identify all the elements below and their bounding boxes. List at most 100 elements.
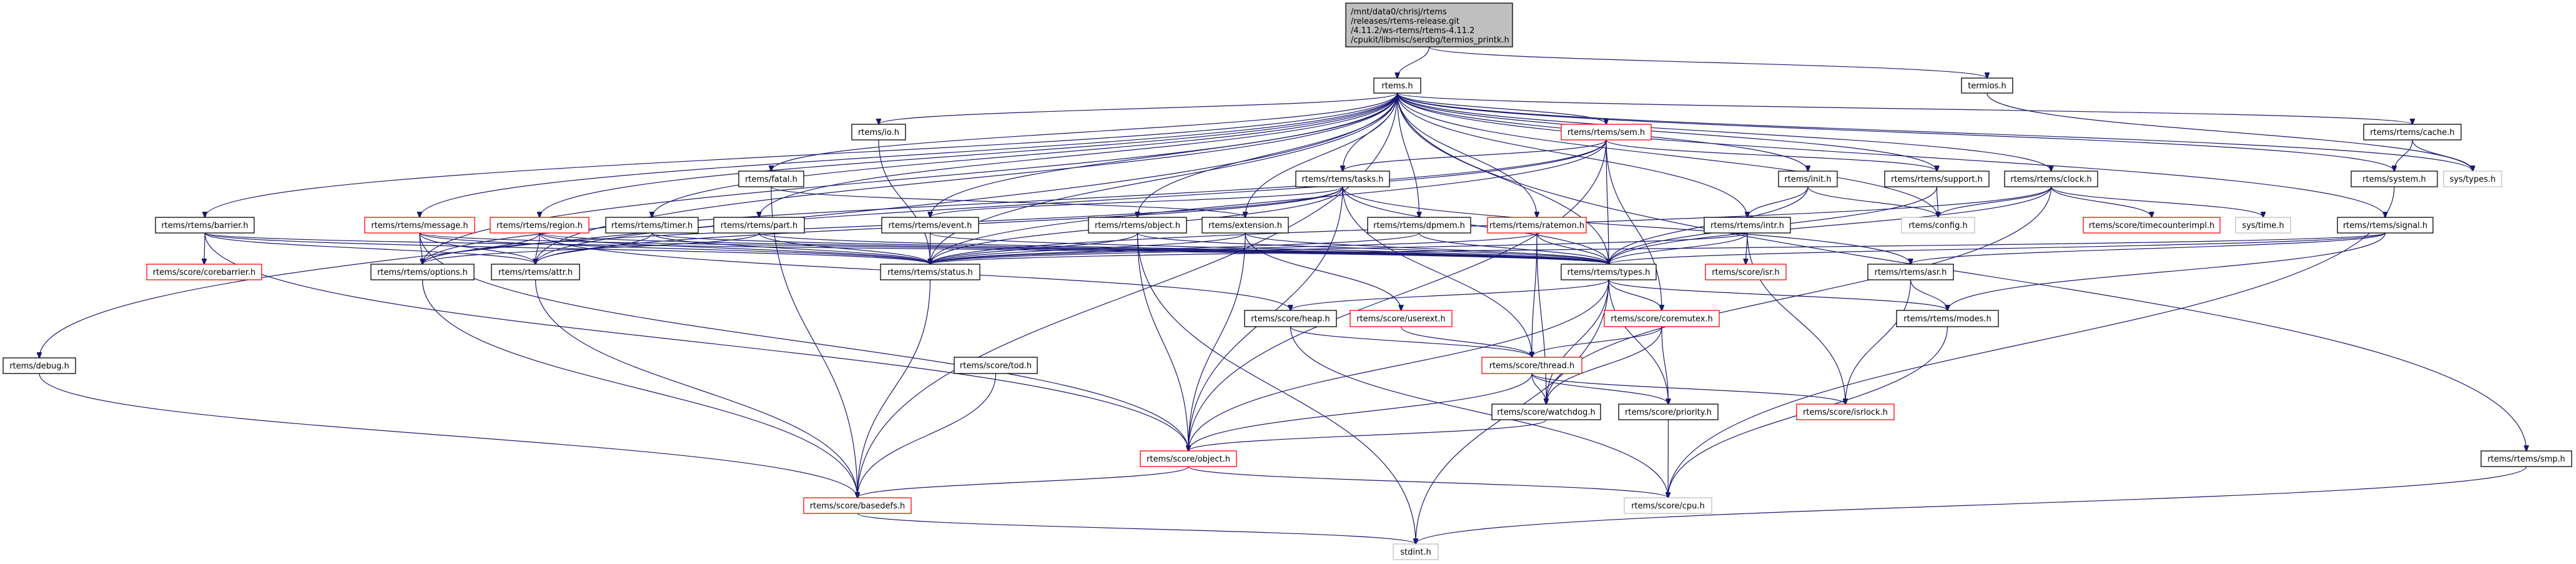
edge-rtems_h-to-clock_h (1396, 92, 2051, 171)
node-fatal-h[interactable]: rtems/fatal.h (738, 171, 804, 187)
edge-rtems_h-to-object_r_h (1138, 92, 1398, 217)
node-label-line: /cpukit/libmisc/serdbg/termios_printk.h (1351, 36, 1509, 45)
edge-intr_h-to-isrlock_h (1747, 232, 1845, 404)
node-box (370, 264, 475, 280)
node-debug-h[interactable]: rtems/debug.h (2, 357, 76, 374)
edge-thread_h-to-object_s_h (1188, 373, 1532, 451)
node-label: rtems.h (1381, 82, 1413, 91)
edge-rtems_h-to-region_h (540, 92, 1398, 217)
node-label: rtems/rtems/intr.h (1710, 221, 1784, 230)
node-label: rtems/rtems/part.h (721, 221, 798, 230)
node-box (954, 357, 1038, 374)
node-label: rtems/score/object.h (1147, 455, 1230, 464)
node-object-s-h[interactable]: rtems/score/object.h (1140, 450, 1237, 467)
edge-dpmem_h-to-status_h (930, 232, 1420, 264)
node-rtems-h[interactable]: rtems.h (1373, 77, 1421, 94)
node-barrier-h[interactable]: rtems/rtems/barrier.h (155, 217, 255, 234)
edge-clock_h-to-timecounterimpl_h (2050, 186, 2152, 217)
edge-coremutex_h-to-watchdog_h (1546, 326, 1662, 404)
node-box (1796, 403, 1895, 420)
edge-clock_h-to-types_h (1609, 186, 2052, 264)
node-box (605, 217, 699, 234)
node-options-h[interactable]: rtems/rtems/options.h (370, 264, 475, 280)
node-watchdog-h[interactable]: rtems/score/watchdog.h (1491, 403, 1601, 420)
node-box (1618, 403, 1719, 420)
edge-root-to-termios_h (1428, 46, 1988, 78)
node-sem-h[interactable]: rtems/rtems/sem.h (1561, 124, 1652, 141)
edge-signal_h-to-modes_h (1948, 232, 2386, 310)
edge-heap_h-to-cpu_h (1290, 326, 1669, 498)
node-timecounterimpl-h[interactable]: rtems/score/timecounterimpl.h (2083, 217, 2221, 234)
node-attr-h[interactable]: rtems/rtems/attr.h (491, 264, 580, 280)
node-box (1202, 217, 1289, 234)
edge-status_h-to-basedefs_h (857, 279, 931, 498)
node-root[interactable]: /mnt/data0/chrisj/rtems/releases/rtems-r… (1345, 2, 1513, 47)
node-label: rtems/rtems/event.h (889, 221, 972, 230)
node-label: rtems/rtems/support.h (1891, 175, 1983, 184)
node-label: rtems/debug.h (9, 362, 69, 371)
edge-rtems_h-to-part_h (759, 92, 1398, 217)
node-isr-h[interactable]: rtems/score/isr.h (1705, 264, 1787, 280)
node-isrlock-h[interactable]: rtems/score/isrlock.h (1796, 403, 1895, 420)
node-asr-h[interactable]: rtems/rtems/asr.h (1867, 264, 1954, 280)
node-coremutex-h[interactable]: rtems/score/coremutex.h (1604, 310, 1720, 327)
node-systime-h[interactable]: sys/time.h (2235, 217, 2291, 234)
edge-tasks_h-to-thread_h (1342, 186, 1532, 357)
node-extension-h[interactable]: rtems/extension.h (1202, 217, 1289, 234)
node-init-h[interactable]: rtems/init.h (1778, 171, 1838, 187)
node-io-h[interactable]: rtems/io.h (851, 124, 906, 141)
node-box (2337, 217, 2434, 234)
edge-object_r_h-to-stdint_h (1137, 232, 1416, 544)
node-label: rtems/rtems/dpmem.h (1373, 221, 1465, 230)
node-part-h[interactable]: rtems/rtems/part.h (713, 217, 805, 234)
node-signal-h[interactable]: rtems/rtems/signal.h (2337, 217, 2434, 234)
node-smp-h[interactable]: rtems/rtems/smp.h (2480, 450, 2572, 467)
node-tasks-h[interactable]: rtems/rtems/tasks.h (1295, 171, 1390, 187)
edge-timer_h-to-status_h (651, 232, 930, 264)
node-intr-h[interactable]: rtems/rtems/intr.h (1704, 217, 1791, 234)
edge-userext_h-to-thread_h (1400, 326, 1532, 357)
node-userext-h[interactable]: rtems/score/userext.h (1350, 310, 1453, 327)
node-basedefs-h[interactable]: rtems/score/basedefs.h (803, 497, 912, 514)
node-types-h[interactable]: rtems/rtems/types.h (1561, 264, 1657, 280)
node-object-r-h[interactable]: rtems/rtems/object.h (1088, 217, 1187, 234)
node-modes-h[interactable]: rtems/rtems/modes.h (1896, 310, 1999, 327)
edge-extension_h-to-types_h (1245, 232, 1609, 264)
edge-rtems_h-to-smp_h (1396, 92, 2527, 451)
edge-watchdog_h-to-object_s_h (1188, 419, 1547, 451)
node-timer-h[interactable]: rtems/rtems/timer.h (605, 217, 699, 234)
node-label: rtems/rtems/object.h (1095, 221, 1180, 230)
node-dpmem-h[interactable]: rtems/rtems/dpmem.h (1367, 217, 1471, 234)
node-region-h[interactable]: rtems/rtems/region.h (490, 217, 590, 234)
node-termios-h[interactable]: termios.h (1961, 77, 2013, 94)
node-box (738, 171, 804, 187)
edge-part_h-to-status_h (758, 232, 930, 264)
node-tod-h[interactable]: rtems/score/tod.h (954, 357, 1038, 374)
node-label: rtems/score/basedefs.h (810, 502, 906, 511)
edge-rtems_h-to-systypes_h (1396, 92, 2473, 171)
node-box (1244, 310, 1337, 327)
node-stdint-h[interactable]: stdint.h (1393, 543, 1439, 560)
node-systypes-h[interactable]: sys/types.h (2443, 171, 2502, 187)
node-cpu-h[interactable]: rtems/score/cpu.h (1624, 497, 1712, 514)
node-ratemon-h[interactable]: rtems/rtems/ratemon.h (1487, 217, 1587, 234)
edge-sem_h-to-support_h (1606, 139, 1937, 171)
node-corebarrier-h[interactable]: rtems/score/corebarrier.h (146, 264, 262, 280)
node-label: rtems/io.h (858, 128, 899, 137)
node-thread-h[interactable]: rtems/score/thread.h (1481, 357, 1582, 374)
node-support-h[interactable]: rtems/rtems/support.h (1884, 171, 1990, 187)
node-label: rtems/rtems/region.h (496, 221, 583, 230)
node-priority-h[interactable]: rtems/score/priority.h (1618, 403, 1719, 420)
node-box (2004, 171, 2098, 187)
node-clock-h[interactable]: rtems/rtems/clock.h (2004, 171, 2098, 187)
node-heap-h[interactable]: rtems/score/heap.h (1244, 310, 1337, 327)
node-message-h[interactable]: rtems/rtems/message.h (364, 217, 475, 234)
edge-thread_h-to-isrlock_h (1531, 373, 1845, 404)
node-config-h[interactable]: rtems/config.h (1901, 217, 1975, 234)
node-cache-h[interactable]: rtems/rtems/cache.h (2363, 124, 2462, 141)
node-event-h[interactable]: rtems/rtems/event.h (881, 217, 979, 234)
edge-types_h-to-priority_h (1608, 279, 1669, 404)
node-status-h[interactable]: rtems/rtems/status.h (880, 264, 980, 280)
node-system-h[interactable]: rtems/system.h (2351, 171, 2438, 187)
edge-barrier_h-to-status_h (204, 232, 930, 264)
